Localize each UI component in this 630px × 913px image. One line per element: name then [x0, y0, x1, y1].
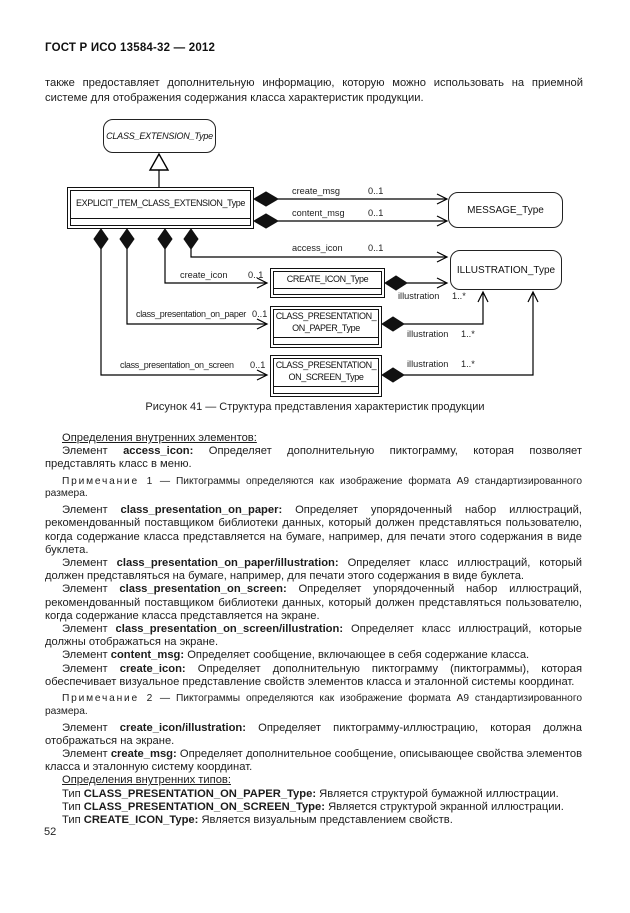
edge-label-create-msg: create_msg: [292, 186, 341, 196]
type-definition-paragraph: Тип CLASS_PRESENTATION_ON_PAPER_Type: Яв…: [62, 787, 559, 800]
class-box-inner: [273, 309, 379, 345]
edge-create-icon: [164, 249, 269, 289]
edge-label-access-icon: access_icon: [292, 243, 343, 253]
class-compartment-line: [273, 288, 382, 289]
edge-mult-access-icon: 0..1: [368, 243, 384, 253]
edge-illustration-from-screen: [381, 290, 539, 383]
composition-diamonds: [93, 228, 199, 250]
note-paragraph: Примечание 2 — Пиктограммы определяются …: [45, 693, 582, 717]
class-box-inner: [273, 271, 382, 295]
node-illustration-type: ILLUSTRATION_Type: [450, 250, 562, 290]
node-label: CLASS_PRESENTATION_ ON_SCREEN_Type: [275, 360, 377, 382]
diagram-connectors: [93, 152, 539, 383]
standard-number-header: ГОСТ Р ИСО 13584-32 — 2012: [45, 42, 216, 54]
node-label: CREATE_ICON_Type: [286, 274, 369, 285]
edge-on-screen: [100, 249, 269, 381]
node-label: EXPLICIT_ITEM_CLASS_EXTENSION_Type: [76, 198, 245, 209]
edge-on-paper: [126, 249, 269, 330]
edge-mult-content-msg: 0..1: [368, 208, 384, 218]
page-number: 52: [44, 826, 57, 838]
node-class-presentation-on-paper-type: CLASS_PRESENTATION_ ON_PAPER_Type: [270, 306, 382, 348]
note-paragraph: Примечание 1 — Пиктограммы определяются …: [45, 475, 582, 500]
definition-paragraph: Элемент class_presentation_on_screen: Оп…: [45, 583, 582, 622]
edge-label-illustration-screen: illustration: [407, 359, 449, 369]
edge-label-illustration-create: illustration: [398, 291, 440, 301]
edge-mult-create-msg: 0..1: [368, 186, 384, 196]
class-compartment-line: [273, 386, 379, 387]
edge-mult-illustration-create: 1..*: [452, 291, 466, 301]
definition-paragraph: Элемент create_icon: Определяет дополнит…: [45, 662, 583, 688]
node-explicit-item-class-extension-type: EXPLICIT_ITEM_CLASS_EXTENSION_Type: [67, 187, 254, 229]
edge-mult-illustration-screen: 1..*: [461, 359, 475, 369]
edge-label-illustration-paper: illustration: [407, 329, 449, 339]
generalization-arrow: [148, 152, 170, 188]
node-class-extension-type: CLASS_EXTENSION_Type: [103, 119, 216, 153]
edge-create-msg: [253, 191, 449, 207]
definition-paragraph: Элемент create_icon/illustration: Опреде…: [45, 721, 582, 747]
edge-access-icon: [190, 249, 449, 263]
definition-paragraph: Элемент class_presentation_on_screen/ill…: [45, 623, 582, 649]
edge-mult-on-screen: 0..1: [250, 360, 266, 370]
class-box-inner: [70, 190, 251, 226]
edge-label-create-icon: create_icon: [180, 270, 228, 280]
figure-caption: Рисунок 41 — Структура представления хар…: [145, 401, 485, 413]
edge-illustration-from-paper: [381, 290, 489, 332]
definition-paragraph: Элемент access_icon: Определяет дополнит…: [45, 445, 583, 471]
edge-illustration-from-create-icon: [384, 275, 449, 291]
types-heading: Определения внутренних типов:: [62, 774, 231, 787]
edge-content-msg: [253, 213, 449, 229]
figure-41-uml-diagram: CLASS_EXTENSION_Type EXPLICIT_ITEM_CLASS…: [0, 112, 630, 412]
node-message-type: MESSAGE_Type: [448, 192, 563, 228]
definition-paragraph: Элемент content_msg: Определяет сообщени…: [62, 649, 530, 662]
class-compartment-line: [70, 218, 251, 219]
definitions-section: Определения внутренних элементов: Элемен…: [45, 432, 582, 827]
elements-heading: Определения внутренних элементов:: [62, 432, 257, 444]
edge-label-content-msg: content_msg: [292, 208, 345, 218]
definition-paragraph: Элемент create_msg: Определяет дополните…: [45, 748, 583, 774]
edge-mult-create-icon: 0..1: [248, 270, 264, 280]
intro-paragraph: также предоставляет дополнительную инфор…: [45, 77, 583, 104]
edge-label-on-screen: class_presentation_on_screen: [120, 360, 234, 370]
edge-mult-illustration-paper: 1..*: [461, 329, 475, 339]
definition-paragraph: Элемент class_presentation_on_paper/illu…: [45, 557, 583, 583]
node-class-presentation-on-screen-type: CLASS_PRESENTATION_ ON_SCREEN_Type: [270, 355, 382, 397]
definition-paragraph: Элемент class_presentation_on_paper: Опр…: [45, 504, 582, 556]
node-create-icon-type: CREATE_ICON_Type: [270, 268, 385, 298]
type-definition-paragraph: Тип CLASS_PRESENTATION_ON_SCREEN_Type: Я…: [62, 800, 564, 813]
edge-mult-on-paper: 0..1: [252, 309, 268, 319]
type-definition-paragraph: Тип CREATE_ICON_Type: Является визуальны…: [62, 814, 453, 827]
class-compartment-line: [273, 337, 379, 338]
node-label: CLASS_PRESENTATION_ ON_PAPER_Type: [275, 311, 377, 333]
class-box-inner: [273, 358, 379, 394]
edge-label-on-paper: class_presentation_on_paper: [136, 309, 246, 319]
